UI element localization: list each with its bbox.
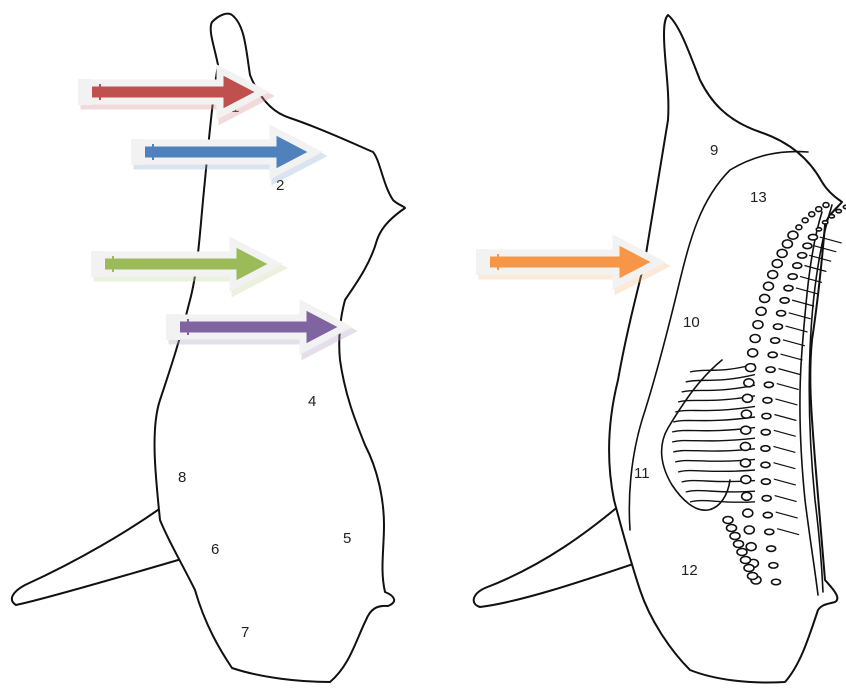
vertebra: [744, 526, 754, 534]
vertebra: [748, 349, 758, 357]
cut-label-11: 11: [634, 465, 650, 482]
vertebra: [746, 364, 756, 372]
red-arrow-tail: [78, 79, 92, 105]
vertebral-process: [761, 462, 770, 468]
vertebra: [741, 410, 751, 418]
vertebra: [753, 321, 763, 329]
left-carcass-exterior: [12, 14, 405, 682]
vertebral-process: [765, 529, 774, 535]
vertebral-process: [761, 479, 770, 485]
vertebra: [796, 225, 802, 230]
vertebra: [823, 203, 829, 208]
vertebral-process: [768, 352, 777, 358]
vertebral-process: [769, 563, 778, 569]
vertebral-process: [808, 234, 817, 240]
vertebral-process: [784, 285, 793, 291]
vertebra: [768, 271, 778, 279]
vertebral-process: [762, 413, 771, 419]
vertebra: [777, 249, 787, 257]
vertebra: [802, 218, 808, 223]
vertebra: [742, 394, 752, 402]
vertebra: [782, 240, 792, 248]
vertebra: [743, 509, 753, 517]
vertebral-process: [822, 221, 827, 224]
right-carcass-outline: [609, 15, 842, 683]
vertebral-process: [763, 398, 772, 404]
vertebral-process: [763, 512, 772, 518]
vertebra: [756, 307, 766, 315]
vertebral-process: [798, 253, 807, 259]
vertebral-process: [793, 263, 802, 269]
vertebra: [772, 260, 782, 268]
purple-arrow-tail: [166, 314, 180, 340]
vertebra: [750, 335, 760, 343]
vertebral-process: [829, 215, 834, 218]
tail-vertebra: [734, 541, 744, 548]
vertebra: [746, 543, 756, 551]
right-carcass-interior: [474, 15, 846, 683]
vertebral-process: [771, 338, 780, 344]
tail-vertebra: [741, 557, 751, 564]
tail-vertebra: [744, 565, 754, 572]
vertebra: [788, 231, 798, 239]
vertebra: [816, 207, 822, 212]
vertebral-process: [767, 546, 776, 552]
vertebral-process: [803, 243, 812, 249]
vertebral-process: [772, 579, 781, 585]
cut-label-7: 7: [241, 624, 249, 641]
vertebral-process: [836, 209, 841, 212]
cut-label-9: 9: [710, 142, 718, 159]
vertebra: [741, 476, 751, 484]
vertebra: [744, 379, 754, 387]
green-arrow: [91, 242, 278, 290]
cut-label-13: 13: [750, 189, 767, 206]
tail-vertebra: [748, 573, 758, 580]
vertebral-process: [761, 446, 770, 452]
cut-label-10: 10: [683, 314, 700, 331]
orange-arrow-tail: [476, 249, 490, 275]
cut-label-12: 12: [681, 562, 698, 579]
vertebral-process: [780, 298, 789, 304]
orange-arrow: [476, 240, 661, 288]
tail-vertebra: [737, 549, 747, 556]
vertebral-process: [761, 429, 770, 435]
vertebra: [740, 442, 750, 450]
vertebral-process: [777, 310, 786, 316]
vertebral-process: [773, 324, 782, 330]
tail-vertebra: [730, 533, 740, 540]
vertebra: [763, 282, 773, 290]
vertebra: [740, 459, 750, 467]
vertebra: [760, 294, 770, 302]
vertebra: [809, 212, 815, 217]
left-carcass-outline: [155, 14, 405, 682]
blue-arrow-tail: [131, 139, 145, 165]
vertebral-process: [764, 382, 773, 388]
vertebra: [742, 492, 752, 500]
tail-vertebra: [723, 517, 733, 524]
vertebral-process: [788, 274, 797, 280]
cut-label-5: 5: [343, 530, 351, 547]
vertebra: [741, 426, 751, 434]
cut-label-8: 8: [178, 469, 186, 486]
cut-label-4: 4: [308, 393, 316, 410]
vertebral-process: [766, 367, 775, 373]
cut-label-6: 6: [211, 541, 219, 558]
green-arrow-tail: [91, 251, 105, 277]
red-arrow: [78, 70, 265, 118]
vertebral-process: [816, 228, 821, 231]
vertebral-process: [762, 496, 771, 502]
tail-vertebra: [727, 525, 737, 532]
